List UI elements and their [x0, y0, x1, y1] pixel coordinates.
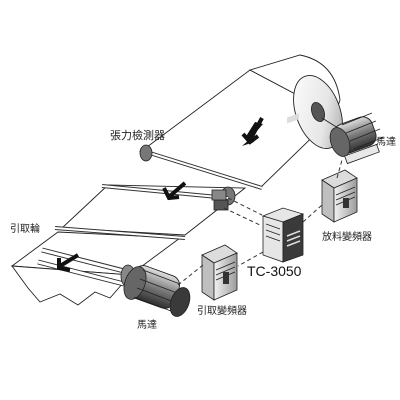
tc3050-controller [261, 113, 305, 263]
motor-top [329, 112, 385, 165]
label-pull-inverter: 引取變頻器 [197, 304, 247, 317]
flow-arrow-lower [57, 253, 80, 272]
unwind-inverter-unit [321, 169, 358, 223]
label-controller-model: TC-3050 [247, 263, 302, 279]
label-motor-top: 馬達 [376, 136, 396, 148]
label-unwind-inverter: 放料變頻器 [322, 230, 372, 243]
pull-wheel [37, 247, 136, 288]
motor-bottom [123, 265, 191, 317]
flow-arrow-middle [162, 181, 187, 201]
label-tension-detector: 張力檢測器 [110, 128, 165, 142]
label-pull-wheel: 引取輪 [10, 222, 40, 235]
pull-inverter-unit [201, 244, 238, 301]
flow-arrow-upper [241, 117, 264, 146]
signal-wires [177, 159, 343, 286]
label-motor-bottom: 馬達 [137, 319, 157, 331]
unwind-roll [248, 54, 343, 149]
guide-roller-lower [54, 226, 186, 240]
